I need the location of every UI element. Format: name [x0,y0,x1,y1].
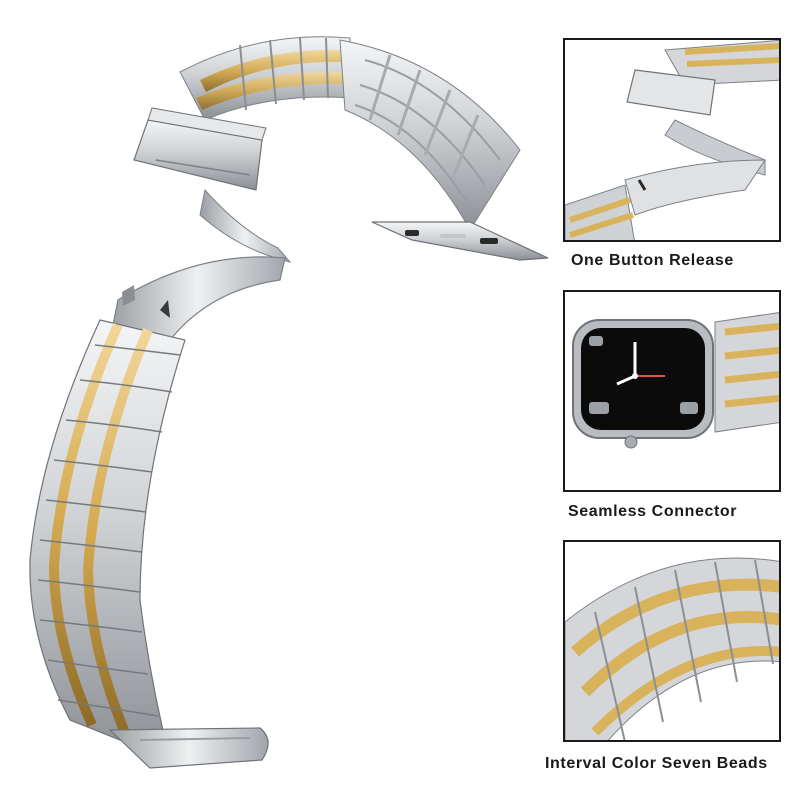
detail-panel-button-release [563,38,781,242]
clasp-cover [133,107,292,263]
caption-seven-beads: Interval Color Seven Beads [545,755,768,772]
caption-seamless-connector: Seamless Connector [568,503,738,520]
detail-panel-seven-beads [563,540,781,742]
upper-left-links [179,36,353,121]
caption-button-release: One Button Release [571,252,734,269]
lower-seven-bead-band [29,319,186,761]
silver-band-right [339,39,521,231]
watch-connector-image [572,312,779,449]
clasp-closeup-image [565,40,779,240]
band-connector [371,221,549,261]
lower-clasp [109,256,286,341]
detail-panel-seamless-connector [563,290,781,492]
band-end-tip [108,727,269,769]
seven-bead-closeup-image [565,557,779,740]
